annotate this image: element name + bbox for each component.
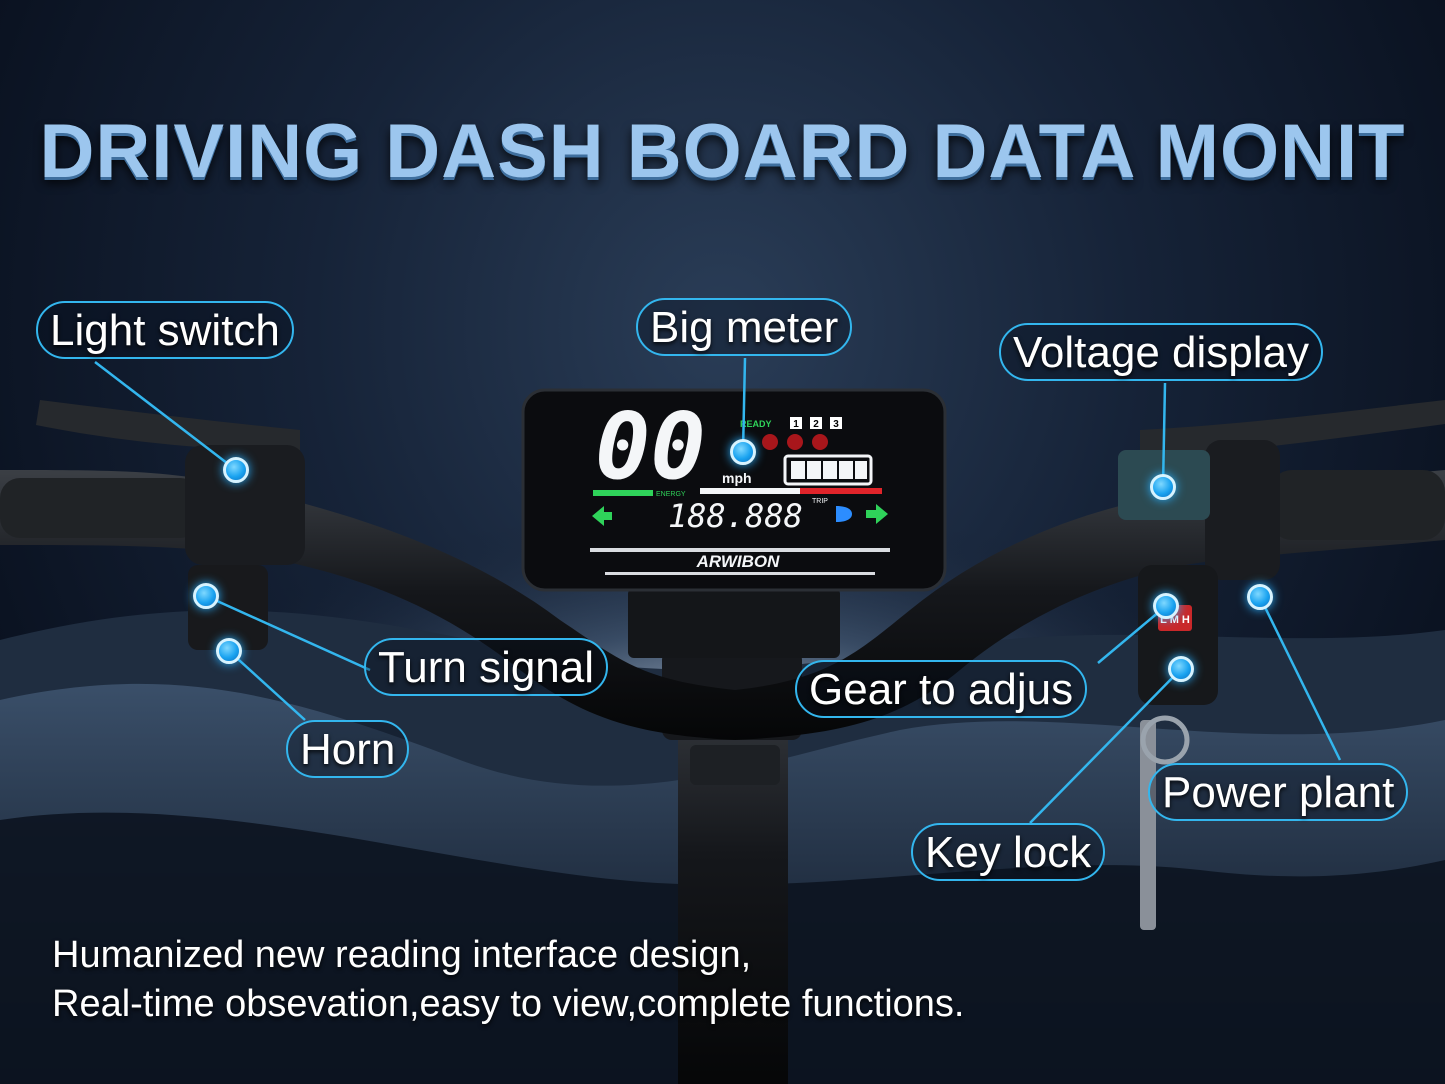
leader-voltage [1161,382,1167,488]
battery-cell-1 [791,461,805,479]
trip-label: TRIP [812,498,828,505]
stem-clamp-lower [690,745,780,785]
battery-cell-2 [807,461,821,479]
leader-key-lock [1029,668,1182,824]
leader-horn [228,650,306,721]
gear-number-3: 3 [833,419,839,430]
marker-turn-signal [193,583,219,609]
headline: DRIVING DASH BOARD DATA MONIT [39,109,1406,194]
gear-number-1: 1 [793,419,799,430]
brand-logo: ARWIBON [696,552,781,571]
speed-unit: mph [722,470,752,486]
handlebar [0,470,1445,740]
right-grip [1270,470,1445,540]
energy-label: ENERGY [656,491,686,498]
leader-light-switch [94,361,237,471]
key-blade [1140,720,1156,930]
gear-box-2 [810,417,822,429]
leader-gear [1097,605,1167,664]
warning-icon-3 [812,434,828,450]
marker-gear [1153,593,1179,619]
gear-box-3 [830,417,842,429]
key-lock-housing [1138,565,1218,705]
callout-horn: Horn [286,720,410,778]
gear-number-2: 2 [813,419,819,430]
odometer-readout: 188.888 [668,497,803,535]
warning-icon-1 [762,434,778,450]
headlight-icon [836,506,852,522]
caption-line-1: Humanized new reading interface design, [52,934,752,976]
energy-bar-red [800,488,882,494]
left-turn-arrow-icon [592,506,612,526]
leader-big-meter [741,357,747,453]
leader-turn-signal [205,594,371,672]
callout-gear-adjust: Gear to adjus [795,660,1088,718]
battery-icon [783,454,873,486]
left-brake-lever [36,400,300,452]
callout-big-meter: Big meter [636,298,853,356]
marker-voltage [1150,474,1176,500]
warning-icon-2 [787,434,803,450]
energy-bar-white [700,488,800,494]
brand-stripe-top [590,548,890,552]
marker-light-switch [223,457,249,483]
marker-key-lock [1168,656,1194,682]
callout-light-switch: Light switch [36,301,294,359]
marker-power-plant [1247,584,1273,610]
battery-cell-3 [823,461,837,479]
energy-bar-green [593,490,653,496]
left-grip [0,478,200,538]
marker-horn [216,638,242,664]
marker-big-meter [730,439,756,465]
right-turn-arrow-icon [866,504,888,524]
battery-cell-4 [839,461,853,479]
ready-indicator: READY [740,419,772,429]
callout-voltage-display: Voltage display [999,323,1323,381]
callout-key-lock: Key lock [911,823,1106,881]
gear-box-1 [790,417,802,429]
callout-turn-signal: Turn signal [364,638,609,696]
brand-stripe-bottom [605,572,875,575]
right-throttle-housing [1205,440,1280,580]
leader-power-plant [1258,596,1342,761]
callout-power-plant: Power plant [1148,763,1409,821]
left-switch-housing [185,445,305,565]
speed-readout: 00 [595,393,706,500]
display-bracket [628,588,840,658]
caption-line-2: Real-time obsevation,easy to view,comple… [52,983,965,1025]
key-ring [1140,715,1190,765]
battery-cell-5 [855,461,867,479]
